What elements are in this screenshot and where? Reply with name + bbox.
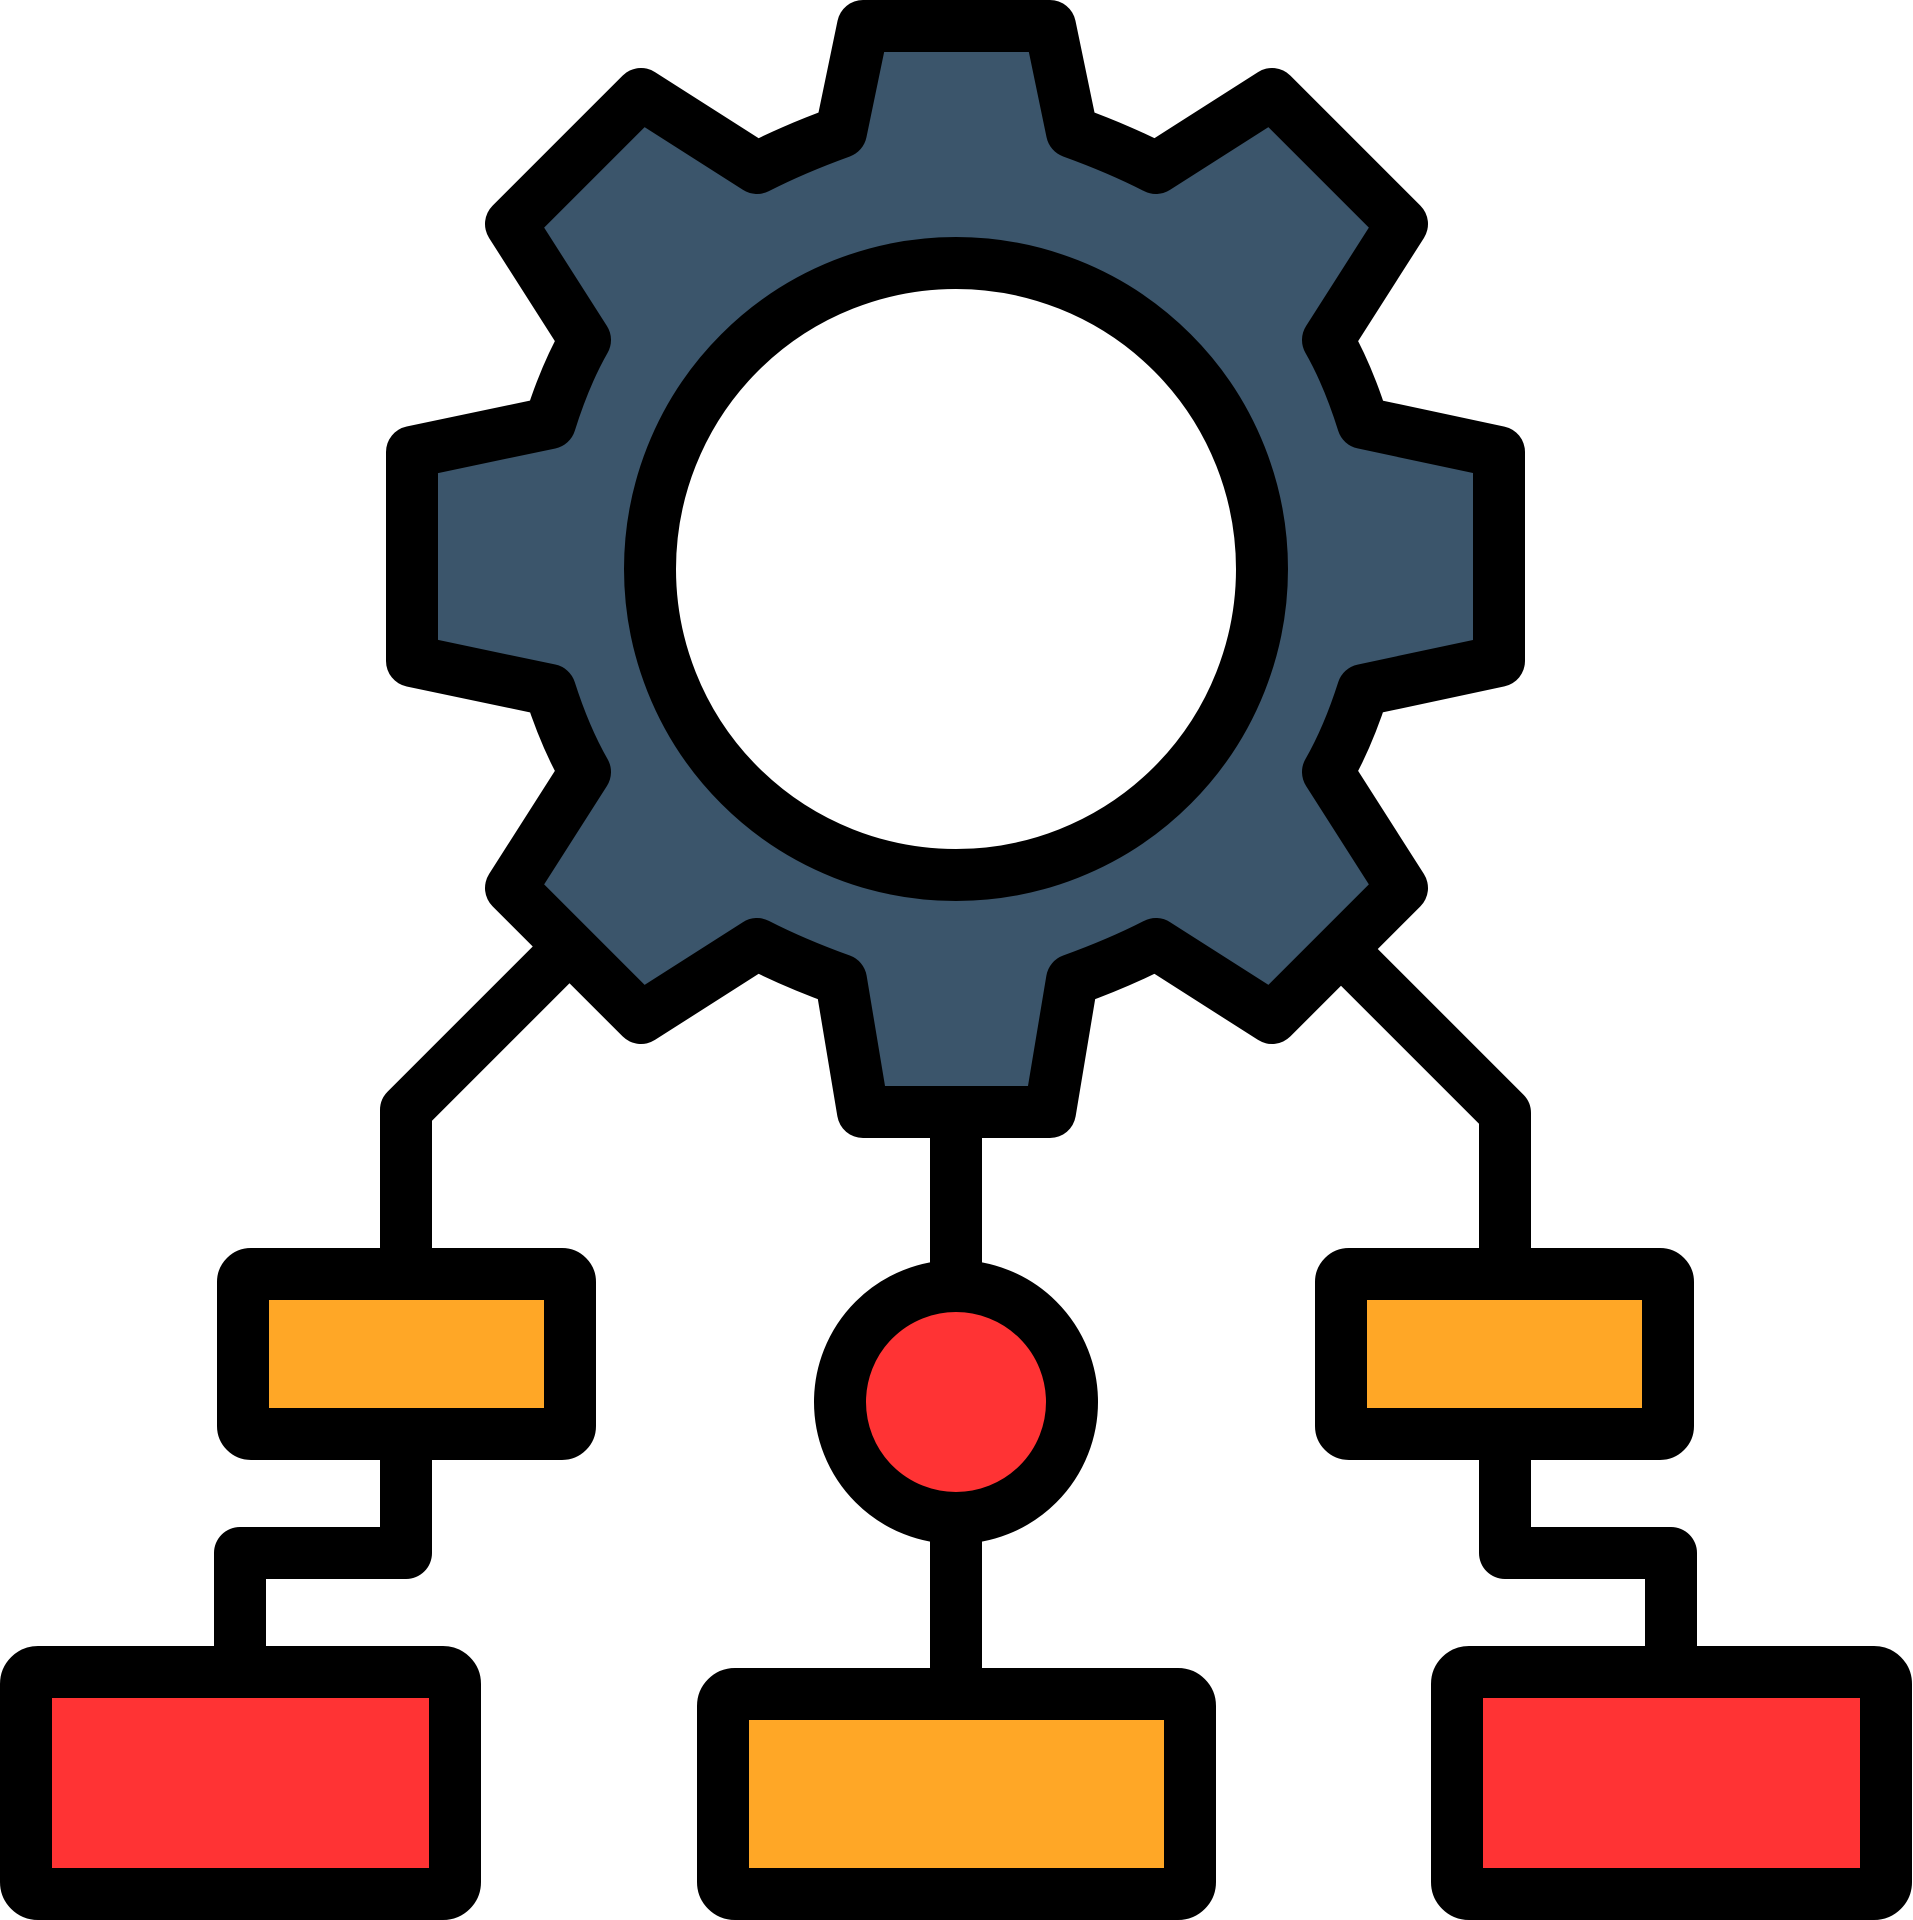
gear-hole (624, 237, 1288, 901)
center-node (814, 1260, 1098, 1544)
box-right-upper (1315, 1248, 1694, 1460)
box-bottom-center (697, 1668, 1216, 1920)
gear-icon (386, 0, 1525, 1138)
box-left-upper (217, 1248, 596, 1460)
connector-left (380, 922, 594, 1288)
box-bottom-left (0, 1646, 481, 1920)
connector-right (1314, 922, 1531, 1288)
connector-right-lower (1479, 1434, 1697, 1706)
connector-lines (214, 922, 1697, 1716)
box-bottom-right (1431, 1646, 1912, 1920)
connector-left-lower (214, 1434, 432, 1706)
